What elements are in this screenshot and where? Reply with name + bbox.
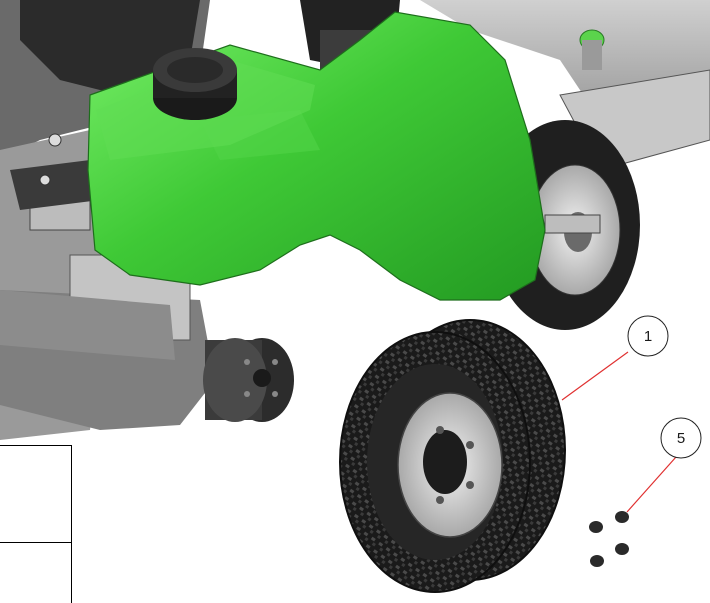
callout-1: 1 <box>561 315 669 401</box>
wheel-rim <box>397 392 503 538</box>
fuel-cap <box>153 48 237 120</box>
title-block-divider <box>0 542 71 543</box>
balloon-1 <box>627 315 669 357</box>
callout-5: 5 <box>626 417 702 513</box>
leader-line-5 <box>626 456 677 513</box>
callout-label-5: 5 <box>677 430 685 447</box>
leader-line-1 <box>561 351 629 401</box>
title-block <box>0 445 72 603</box>
callout-label-1: 1 <box>644 328 652 345</box>
lug-nuts <box>589 511 629 567</box>
wheel-hub <box>203 338 294 422</box>
green-knob <box>579 29 605 70</box>
balloon-5 <box>660 417 702 459</box>
